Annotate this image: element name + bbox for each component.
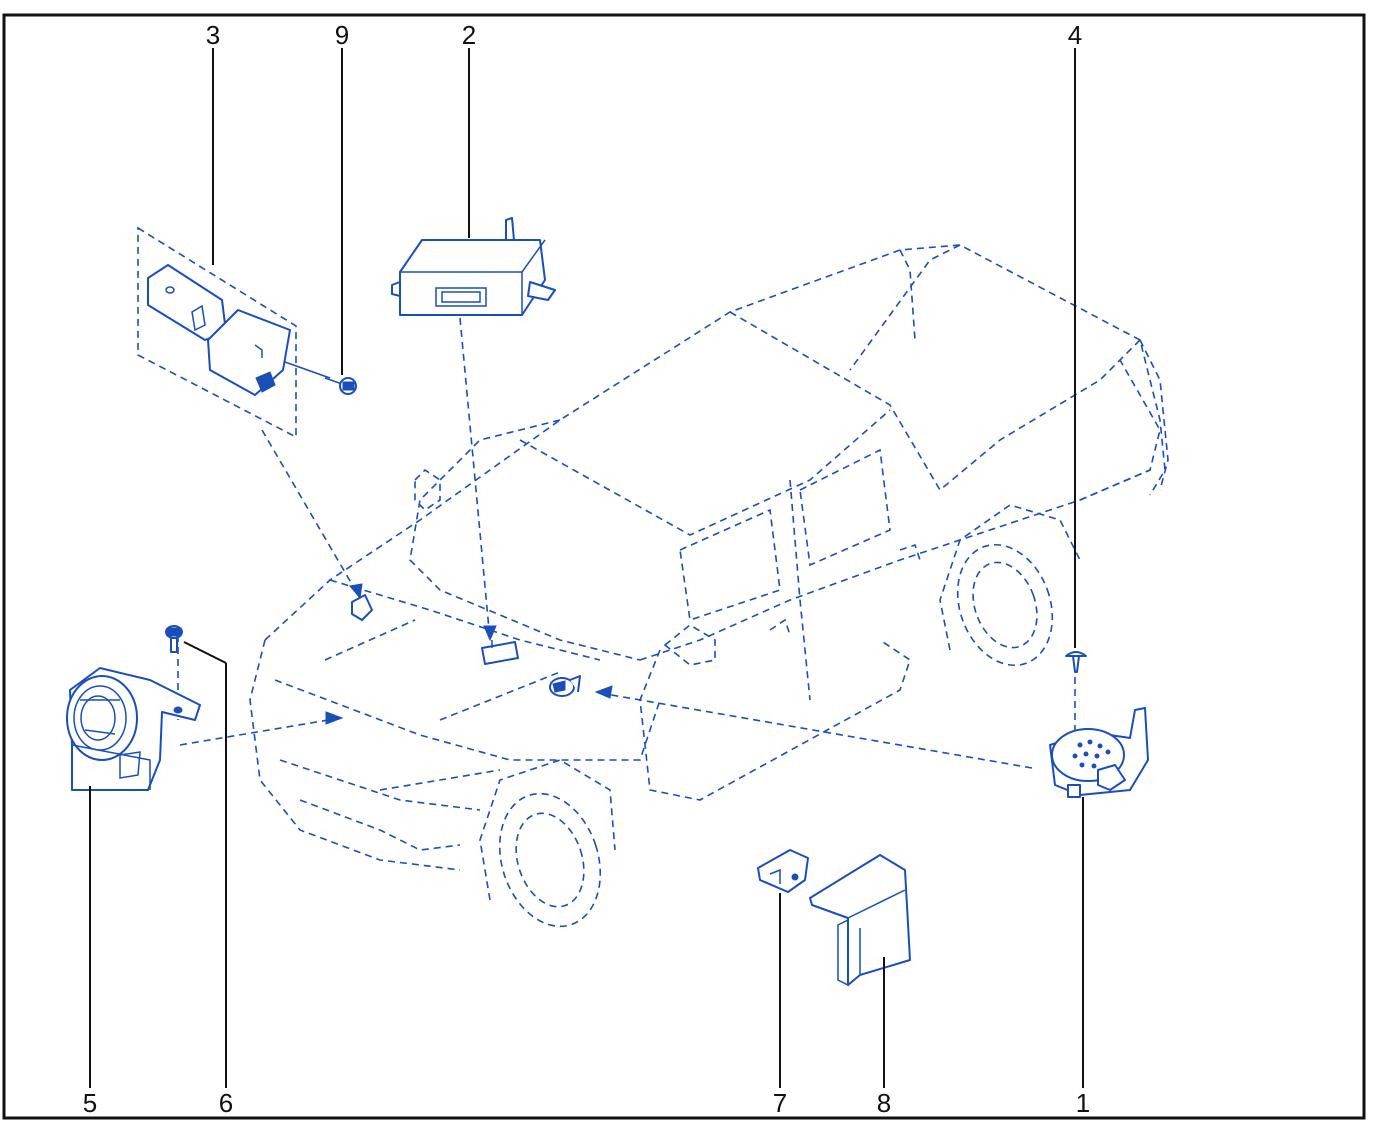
mounted-control-unit xyxy=(481,640,519,665)
part-9-bolt xyxy=(324,377,357,395)
callout-6: 6 xyxy=(219,1088,233,1118)
callout-1: 1 xyxy=(1076,1088,1090,1118)
part-8-bracket xyxy=(809,854,911,987)
mounted-siren xyxy=(549,675,581,697)
mounted-sensor-windscreen xyxy=(351,594,373,621)
vehicle-outline xyxy=(249,244,1169,928)
part-4-clip xyxy=(1065,651,1087,673)
part-5-siren xyxy=(66,667,201,791)
callout-2: 2 xyxy=(462,20,476,50)
part-6-bolt xyxy=(165,625,183,653)
part-7-bracket xyxy=(757,849,809,893)
callout-4: 4 xyxy=(1068,20,1082,50)
callout-3: 3 xyxy=(206,20,220,50)
callout-7: 7 xyxy=(773,1088,787,1118)
callout-labels: 3 9 2 4 5 6 7 8 1 xyxy=(83,20,1090,1118)
callout-9: 9 xyxy=(335,20,349,50)
assembly-arrows xyxy=(177,317,1076,769)
part-1-siren xyxy=(1049,707,1149,798)
leader-lines xyxy=(89,48,1084,1088)
part-2-control-unit xyxy=(391,217,556,316)
callout-5: 5 xyxy=(83,1088,97,1118)
part-3-sensor-assembly xyxy=(137,226,331,439)
diagram-frame xyxy=(2,13,1366,1120)
callout-8: 8 xyxy=(877,1088,891,1118)
